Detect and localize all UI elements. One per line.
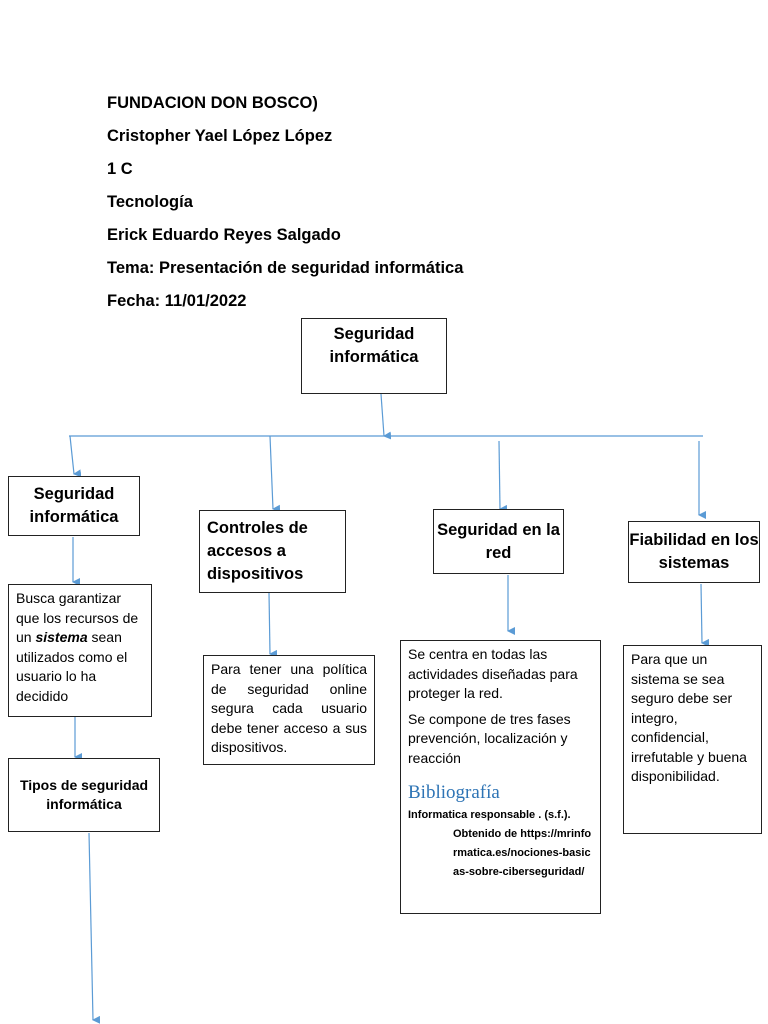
connector-bottom <box>88 832 101 1024</box>
subnode-label: Tipos de seguridad informática <box>19 776 149 813</box>
institution-name: FUNDACION DON BOSCO) <box>107 94 318 112</box>
connector-branch-3 <box>498 440 508 513</box>
group-label: 1 C <box>107 160 133 178</box>
teacher-name: Erick Eduardo Reyes Salgado <box>107 226 341 244</box>
date-label: Fecha: 11/01/2022 <box>107 292 247 310</box>
branch-title-fiabilidad-sistemas: Fiabilidad en los sistemas <box>628 521 760 583</box>
branch-title-seguridad-red: Seguridad en la red <box>433 509 564 574</box>
description-text: Se compone de tres fases prevención, loc… <box>408 710 571 766</box>
description-text: sean utilizados como el usuario lo ha de… <box>16 629 128 704</box>
branch-title-label: Seguridad informática <box>29 485 119 526</box>
connector-desc-2 <box>268 592 278 658</box>
subnode-tipos-seguridad: Tipos de seguridad informática <box>8 758 160 832</box>
bibliography-heading: Bibliografía <box>408 782 500 803</box>
description-text: Busca garantizar que los recursos de un <box>16 590 139 645</box>
description-box-fiabilidad-sistemas: Para que un sistema se sea seguro debe s… <box>623 645 762 834</box>
connector-desc-4 <box>700 583 710 647</box>
branch-title-label: Fiabilidad en los sistemas <box>629 531 759 572</box>
bibliography-entry: Informatica responsable . (s.f.). Obteni… <box>408 806 593 882</box>
description-box-seguridad-red: Se centra en todas las actividades diseñ… <box>400 640 601 914</box>
description-box-controles-accesos: Para tener una política de seguridad onl… <box>203 655 375 765</box>
description-box-seguridad-informatica: Busca garantizar que los recursos de un … <box>8 584 152 717</box>
description-text: Para que un sistema se sea seguro debe s… <box>631 651 747 784</box>
root-node-label: Seguridad informática <box>329 325 419 366</box>
connector-branch-2 <box>269 435 281 513</box>
description-emphasis: sistema <box>35 629 88 645</box>
bibliography-entry-line: Informatica responsable . (s.f.). <box>408 809 571 821</box>
connector-branch-1 <box>69 435 82 478</box>
connector-root-down <box>380 393 392 440</box>
description-text: Se centra en todas las actividades diseñ… <box>408 646 578 701</box>
subject-label: Tecnología <box>107 193 193 211</box>
description-text: Para tener una política de seguridad onl… <box>211 661 367 755</box>
branch-title-label: Controles de accesos a dispositivos <box>207 519 308 583</box>
root-node: Seguridad informática <box>301 318 447 394</box>
branch-title-label: Seguridad en la red <box>437 520 560 562</box>
bibliography-entry-source: Obtenido de https://mrinformatica.es/noc… <box>453 828 592 878</box>
student-name: Cristopher Yael López López <box>107 127 333 145</box>
branch-title-controles-accesos: Controles de accesos a dispositivos <box>199 510 346 593</box>
topic-label: Tema: Presentación de seguridad informát… <box>107 259 464 277</box>
branch-title-seguridad-informatica: Seguridad informática <box>8 476 140 536</box>
